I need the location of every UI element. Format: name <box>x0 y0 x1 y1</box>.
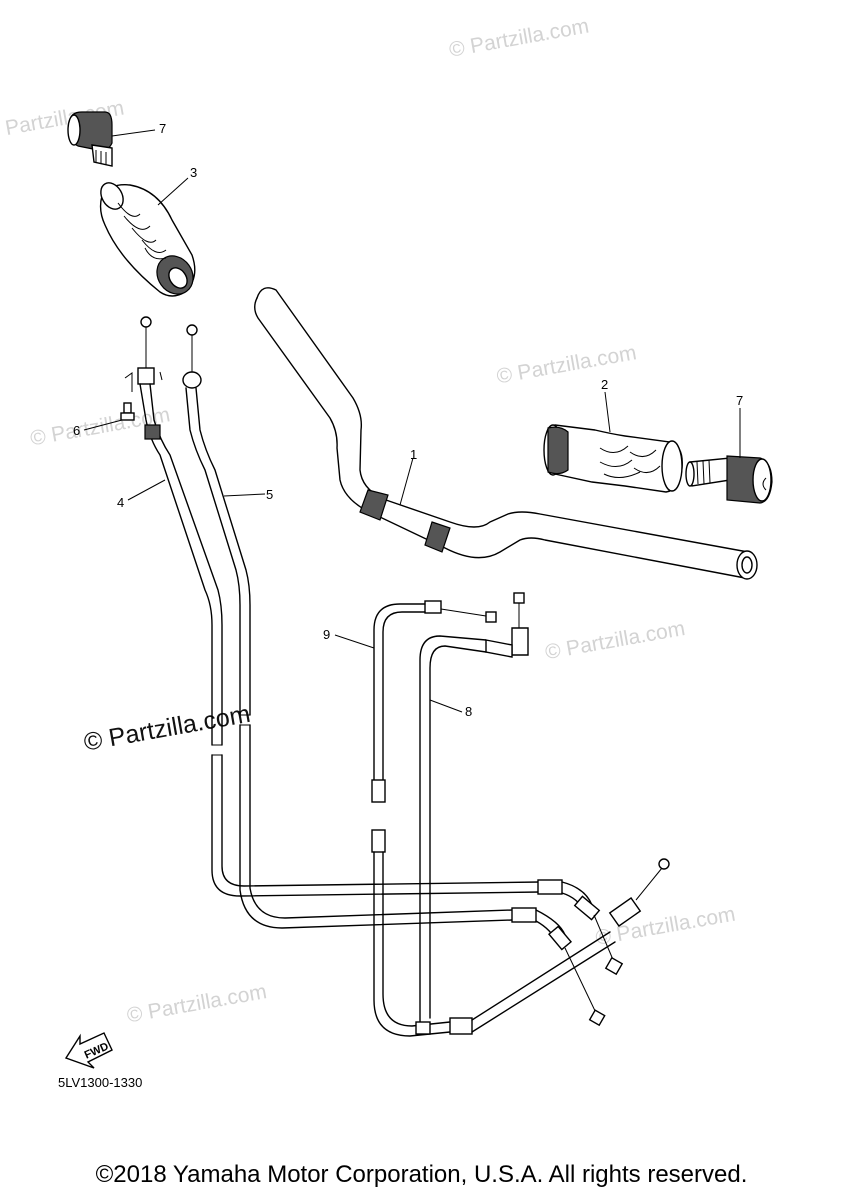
watermark: © Partzilla.com <box>495 341 638 388</box>
callout-2: 2 <box>601 377 608 392</box>
leader-lines <box>83 129 741 713</box>
watermark-prominent: © Partzilla.com <box>82 700 253 757</box>
watermark: © Partzilla.com <box>543 617 686 664</box>
callout-4: 4 <box>117 495 124 510</box>
parts-diagram: © Partzilla.com © Partzilla.com © Partzi… <box>0 15 773 1090</box>
part-5-throttle-cable[interactable] <box>182 324 606 1027</box>
part-6-screw[interactable] <box>120 402 135 421</box>
fwd-arrow-icon: FWD <box>64 1032 113 1069</box>
callout-7: 7 <box>159 121 166 136</box>
callout-3: 3 <box>190 165 197 180</box>
part-4-throttle-cable[interactable] <box>124 316 624 976</box>
callout-9: 9 <box>323 627 330 642</box>
callout-5: 5 <box>266 487 273 502</box>
part-7-bar-end-right[interactable] <box>685 455 773 504</box>
diagram-code: 5LV1300-1330 <box>58 1075 142 1090</box>
callout-7: 7 <box>736 393 743 408</box>
copyright-notice: ©2018 Yamaha Motor Corporation, U.S.A. A… <box>95 1161 748 1188</box>
part-1-handlebar[interactable] <box>254 287 758 580</box>
watermark: © Partzilla.com <box>125 980 268 1027</box>
part-3-grip-left[interactable] <box>96 179 200 301</box>
callout-1: 1 <box>410 447 417 462</box>
watermark: © Partzilla.com <box>447 15 590 62</box>
callout-6: 6 <box>73 423 80 438</box>
callout-8: 8 <box>465 704 472 719</box>
part-2-grip-right[interactable] <box>543 424 683 493</box>
part-8-cable[interactable] <box>415 592 529 1035</box>
part-7-bar-end-left[interactable] <box>67 111 113 167</box>
part-9-cable[interactable] <box>371 600 670 1037</box>
